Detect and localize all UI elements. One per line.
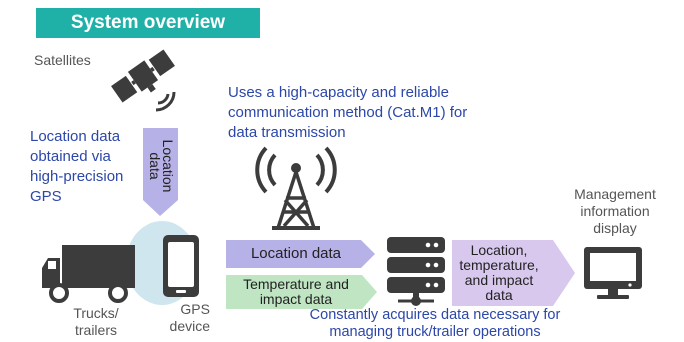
gps-location-note: Location data obtained via high-precisio… — [30, 128, 124, 205]
acquires-note: Constantly acquires data necessary for m… — [309, 307, 561, 340]
location-data-arrow — [226, 240, 375, 268]
downlink-label: Location data — [147, 139, 176, 193]
satellites-label: Satellites — [34, 52, 91, 68]
satellite-icon — [111, 49, 175, 103]
monitor-icon — [584, 247, 642, 299]
truck-icon — [42, 245, 135, 303]
temp-impact-label: Temperature and impact data — [243, 276, 349, 307]
smartphone-icon — [163, 235, 199, 297]
combined-data-label: Location, temperature, and impact data — [459, 242, 539, 303]
management-label: Management information display — [574, 186, 656, 236]
gps-device-label: GPS device — [169, 301, 210, 334]
server-icon — [387, 237, 445, 306]
location-data-label: Location data — [250, 245, 342, 262]
comm-method-note: Uses a high-capacity and reliable commun… — [228, 84, 468, 141]
downlink-arrow — [143, 128, 178, 216]
antenna-tower-icon — [255, 146, 337, 230]
combined-data-arrow — [452, 240, 575, 306]
page-title: System overview — [36, 8, 260, 38]
downlink-label-box: Location data — [146, 132, 176, 200]
trucks-label: Trucks/ trailers — [73, 305, 119, 338]
temp-impact-arrow — [226, 275, 377, 309]
